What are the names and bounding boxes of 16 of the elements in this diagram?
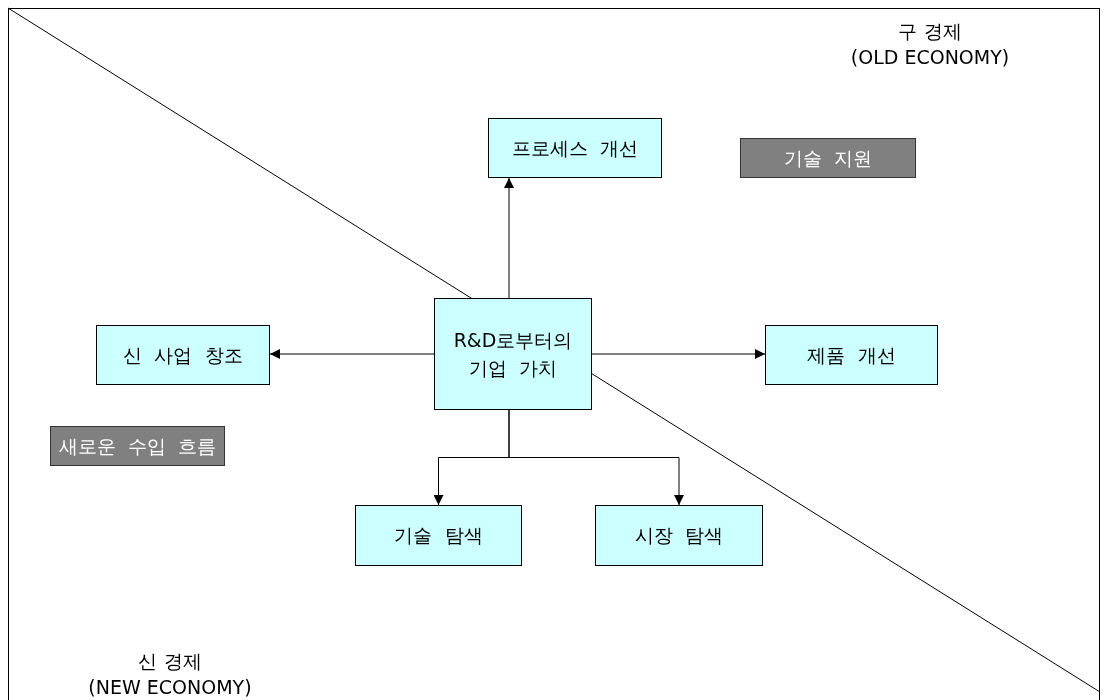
region-label: 구 경제: [897, 20, 963, 43]
process-box: 제품 개선: [765, 325, 938, 385]
arrow: [269, 349, 435, 359]
category-box: 새로운 수입 흐름: [50, 426, 225, 466]
process-box: R&D로부터의 기업 가치: [434, 298, 592, 410]
region-label: (NEW ECONOMY): [87, 676, 253, 699]
arrow: [591, 349, 766, 359]
arrow: [504, 177, 514, 299]
region-label: (OLD ECONOMY): [849, 46, 1011, 69]
process-box: 기술 탐색: [355, 505, 522, 566]
category-box: 기술 지원: [740, 138, 916, 178]
process-box: 신 사업 창조: [96, 325, 270, 385]
process-box: 프로세스 개선: [488, 118, 662, 178]
region-label: 신 경제: [137, 650, 203, 673]
process-box: 시장 탐색: [595, 505, 763, 566]
arrow: [508, 409, 684, 506]
